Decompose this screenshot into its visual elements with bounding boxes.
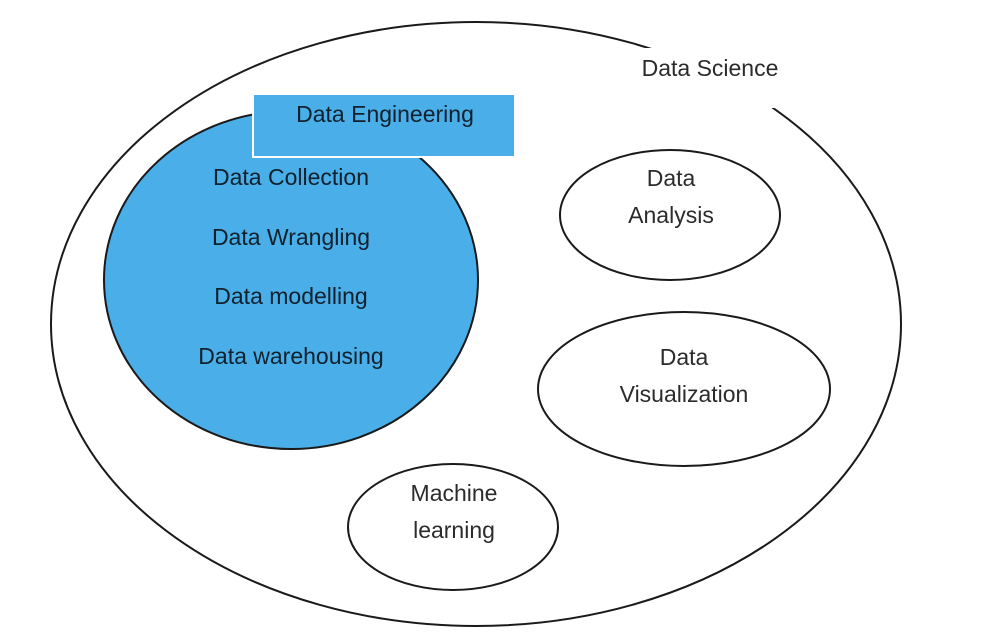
data-visualization-ellipse bbox=[537, 311, 831, 467]
data-visualization-label-line: Visualization bbox=[620, 381, 749, 407]
machine-learning-label-line: Machine bbox=[411, 480, 498, 506]
data-visualization-label-line: Data bbox=[660, 344, 709, 370]
data-science-label-backing bbox=[628, 48, 788, 108]
data-engineering-item: Data Wrangling bbox=[212, 224, 370, 250]
data-analysis-label-line: Data bbox=[647, 165, 696, 191]
data-engineering-item: Data warehousing bbox=[198, 343, 383, 369]
machine-learning-ellipse bbox=[347, 463, 559, 591]
data-analysis-ellipse bbox=[559, 149, 781, 281]
machine-learning-label-line: learning bbox=[413, 517, 495, 543]
data-engineering-label: Data Engineering bbox=[296, 101, 474, 127]
data-engineering-label-box bbox=[252, 93, 516, 158]
data-science-label: Data Science bbox=[642, 55, 779, 81]
data-analysis-label-line: Analysis bbox=[628, 202, 714, 228]
data-science-ellipse bbox=[50, 21, 902, 627]
data-engineering-ellipse bbox=[103, 110, 479, 450]
data-engineering-item: Data Collection bbox=[213, 164, 369, 190]
data-engineering-item: Data modelling bbox=[214, 283, 367, 309]
